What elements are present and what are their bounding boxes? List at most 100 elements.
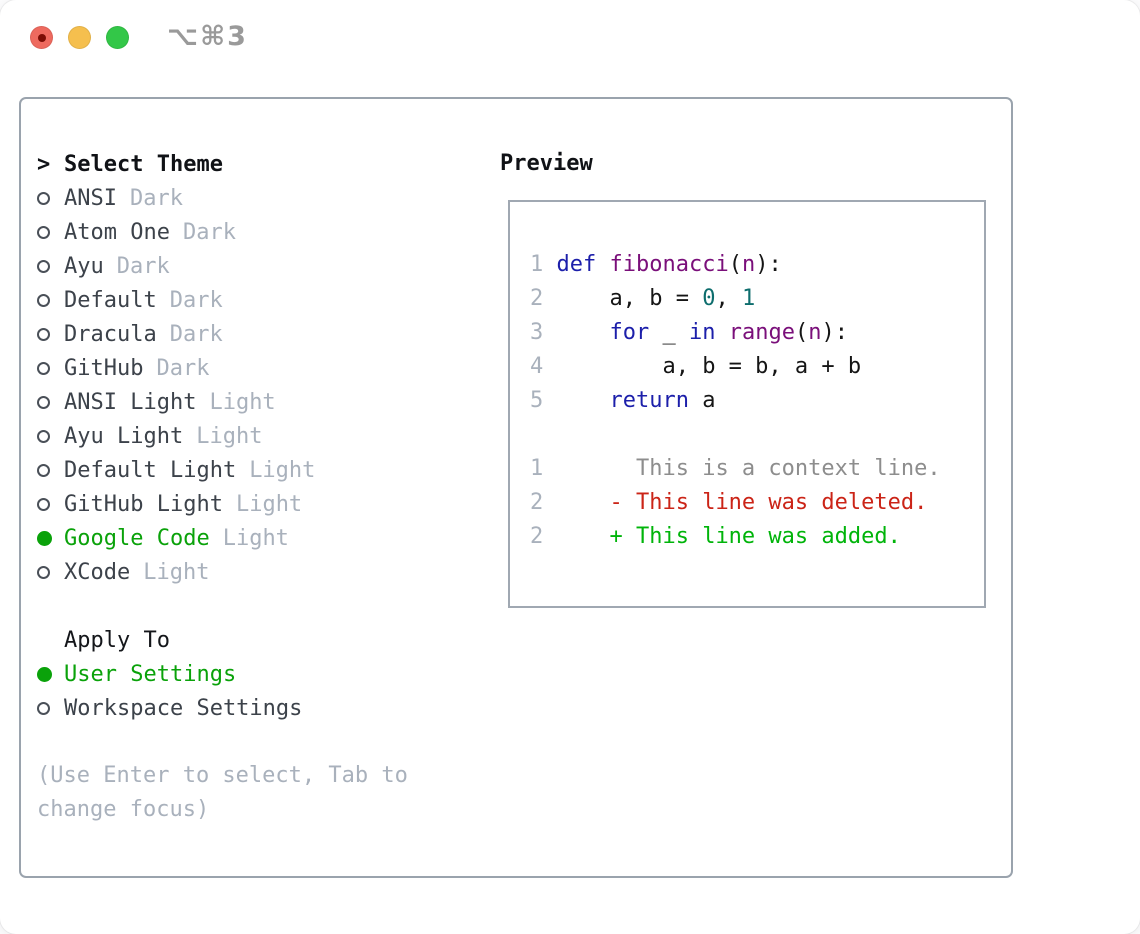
line-number: 2 <box>530 286 544 311</box>
theme-option[interactable]: Default Light Light <box>37 453 487 487</box>
code-token: ): <box>755 252 782 277</box>
theme-name: Default Light <box>64 457 237 483</box>
diff-line: 2 - This line was deleted. <box>530 486 984 520</box>
theme-name: ANSI <box>64 185 117 211</box>
code-token: n <box>808 320 822 345</box>
apply-to-label: Workspace Settings <box>64 695 303 721</box>
line-number: 1 <box>530 252 544 277</box>
theme-option[interactable]: ANSI Light Light <box>37 385 487 419</box>
apply-to-header-row: Apply To <box>37 623 487 657</box>
radio-selected-icon <box>37 666 52 682</box>
radio-selected-icon <box>37 530 52 546</box>
theme-variant: Dark <box>116 253 170 279</box>
code-token: def <box>556 252 610 277</box>
close-dot-icon <box>38 34 46 42</box>
theme-variant: Dark <box>169 287 223 313</box>
code-line: 5 return a <box>530 384 984 418</box>
minimize-button[interactable] <box>68 26 91 49</box>
theme-variant: Light <box>209 389 276 415</box>
apply-to-option[interactable]: Workspace Settings <box>37 691 487 725</box>
theme-variant: Dark <box>156 355 210 381</box>
line-number: 2 <box>530 490 544 515</box>
theme-name: GitHub Light <box>64 491 223 517</box>
theme-variant: Light <box>196 423 263 449</box>
theme-name: Ayu Light <box>64 423 184 449</box>
radio-icon <box>37 259 50 273</box>
diff-preview: 1 This is a context line. 2 - This line w… <box>530 452 984 554</box>
theme-variant: Dark <box>169 321 223 347</box>
zoom-button[interactable] <box>106 26 129 49</box>
radio-icon <box>37 565 50 579</box>
radio-icon <box>37 497 50 511</box>
diff-line: 2 + This line was added. <box>530 520 984 554</box>
theme-option[interactable]: ANSI Dark <box>37 181 487 215</box>
window-title: ⌥⌘3 <box>167 21 248 52</box>
code-token: n <box>741 252 756 277</box>
theme-variant: Dark <box>129 185 183 211</box>
code-line: 2 a, b = 0, 1 <box>530 282 984 316</box>
theme-variant: Light <box>143 559 210 585</box>
spacer <box>37 589 487 623</box>
theme-variant: Light <box>222 525 289 551</box>
code-token: a <box>688 388 716 413</box>
theme-option[interactable]: Default Dark <box>37 283 487 317</box>
cursor-marker-icon: > <box>37 151 51 177</box>
preview-header: Preview <box>500 151 593 176</box>
code-token: for <box>609 320 650 345</box>
code-token: 0 <box>702 286 716 311</box>
line-number: 4 <box>530 354 544 379</box>
line-number: 1 <box>530 456 544 481</box>
theme-variant: Dark <box>182 219 236 245</box>
radio-icon <box>37 361 50 375</box>
code-token: + This line was added. <box>556 524 901 549</box>
theme-option[interactable]: Ayu Dark <box>37 249 487 283</box>
close-button[interactable] <box>30 26 53 49</box>
theme-option[interactable]: Atom One Dark <box>37 215 487 249</box>
line-number: 5 <box>530 388 544 413</box>
code-token <box>715 320 728 345</box>
theme-name: Default <box>64 287 157 313</box>
theme-name: XCode <box>64 559 131 585</box>
code-token: fibonacci <box>609 252 729 277</box>
code-token: ): <box>821 320 848 345</box>
radio-icon <box>37 429 50 443</box>
code-token: ( <box>728 252 742 277</box>
apply-to-option[interactable]: User Settings <box>37 657 487 691</box>
spacer <box>530 418 984 452</box>
theme-list-header: Select Theme <box>64 151 223 177</box>
apply-to-label: User Settings <box>64 661 237 687</box>
code-line: 1 def fibonacci(n): <box>530 248 984 282</box>
line-number: 3 <box>530 320 544 345</box>
code-token: a, b = b, a + b <box>556 354 862 379</box>
theme-name: Atom One <box>64 219 170 245</box>
radio-icon <box>37 293 50 307</box>
code-line: 4 a, b = b, a + b <box>530 350 984 384</box>
code-token: , <box>715 286 742 311</box>
radio-icon <box>37 395 50 409</box>
theme-option[interactable]: Ayu Light Light <box>37 419 487 453</box>
theme-list-header-row: > Select Theme <box>37 147 487 181</box>
code-token: range <box>728 320 795 345</box>
code-token: ( <box>794 320 809 345</box>
theme-variant: Light <box>249 457 316 483</box>
line-number: 2 <box>530 524 544 549</box>
theme-name: Ayu <box>64 253 104 279</box>
hint-text: (Use Enter to select, Tab to change focu… <box>37 763 408 822</box>
code-token: a, b = <box>556 286 703 311</box>
radio-icon <box>37 463 50 477</box>
code-token: This is a context line. <box>556 456 941 481</box>
theme-option[interactable]: XCode Light <box>37 555 487 589</box>
code-token: _ <box>649 320 689 345</box>
code-token <box>557 320 610 345</box>
theme-name: ANSI Light <box>64 389 197 415</box>
